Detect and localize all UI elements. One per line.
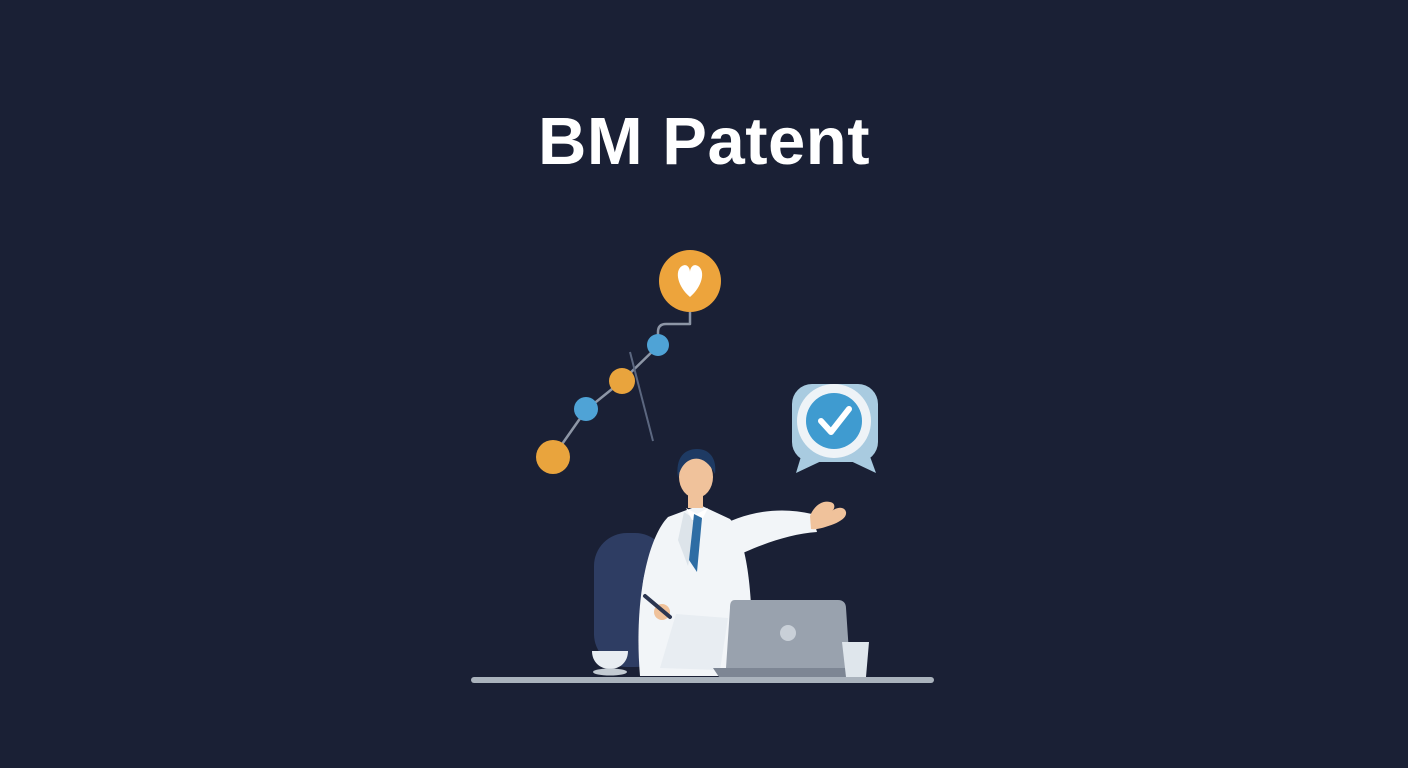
tie <box>689 514 702 572</box>
paper <box>660 614 728 670</box>
clock-check-icon <box>792 384 878 473</box>
coffee-cup <box>592 651 628 676</box>
laptop <box>713 600 860 677</box>
pen <box>643 594 672 619</box>
laptop-logo <box>780 625 796 641</box>
checkmark-node-icon <box>659 250 721 312</box>
desk <box>471 677 934 683</box>
hair <box>677 449 716 478</box>
open-hand <box>810 501 847 530</box>
page-title: BM Patent <box>537 104 871 179</box>
milestone-path-icon <box>536 312 692 474</box>
person-illustration <box>594 449 847 676</box>
water-glass <box>842 642 869 677</box>
